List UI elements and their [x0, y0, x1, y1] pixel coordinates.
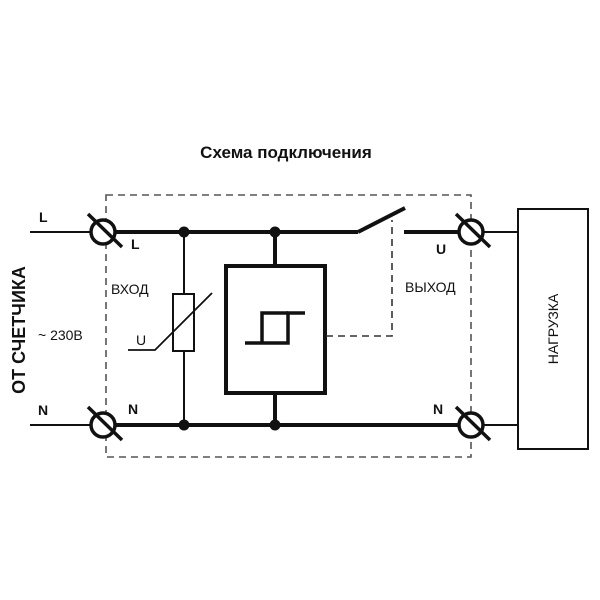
- junction-dot: [178, 419, 190, 431]
- input-neutral-terminal-label: N: [128, 401, 138, 417]
- load-label: НАГРУЗКА: [545, 293, 561, 364]
- output-label: ВЫХОД: [405, 279, 456, 295]
- junction-dot: [178, 226, 190, 238]
- hysteresis-icon-part1: [245, 311, 305, 345]
- relay-control-block: [224, 264, 327, 395]
- source-label: ОТ СЧЕТЧИКА: [9, 266, 29, 394]
- terminal-output-line: [454, 212, 492, 249]
- source-line-label: L: [39, 209, 48, 225]
- terminal-input-line: [86, 212, 124, 249]
- source-neutral-label: N: [38, 402, 48, 418]
- voltage-label: ~ 230В: [38, 327, 83, 343]
- load-block: [517, 208, 589, 450]
- terminal-input-neutral: [86, 405, 124, 442]
- input-label: ВХОД: [111, 281, 149, 297]
- input-line-terminal-label: L: [131, 236, 140, 252]
- output-line-terminal-label: U: [436, 241, 446, 257]
- junction-dot: [269, 226, 281, 238]
- relay-switch-blade: [357, 206, 406, 234]
- device-enclosure: [105, 194, 472, 458]
- hysteresis-icon-part2: [260, 311, 288, 343]
- terminal-output-neutral: [454, 405, 492, 442]
- diagram-title: Схема подключения: [200, 143, 372, 162]
- output-neutral-terminal-label: N: [433, 401, 443, 417]
- junction-dot: [269, 419, 281, 431]
- relay-control-link: [326, 220, 393, 337]
- varistor-characteristic-line: [128, 292, 213, 351]
- varistor-label: U: [136, 332, 146, 348]
